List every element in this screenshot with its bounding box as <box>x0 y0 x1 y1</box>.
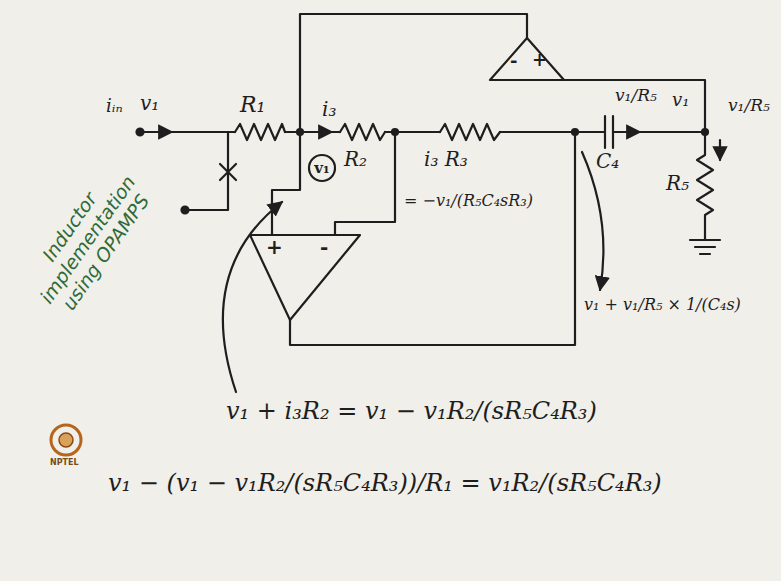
wire <box>285 131 340 133</box>
component-label: R₁ <box>240 92 265 117</box>
wire <box>272 132 300 235</box>
wire <box>290 132 575 345</box>
expression: v₁ + v₁/R₅ × 1/(C₄s) <box>584 296 741 314</box>
component-label: R₂ <box>344 148 367 171</box>
current-label: i₃ <box>322 98 336 121</box>
current-label: iᵢₙ <box>106 96 123 117</box>
current-arrow <box>719 140 721 160</box>
opamp-symbol: +- <box>250 235 360 320</box>
expression: = −v₁/(R₅C₄sR₃) <box>404 192 533 210</box>
opamp-symbol: -+ <box>490 38 564 80</box>
opamp-terminal-sign: + <box>266 237 283 257</box>
cross-mark <box>220 164 236 180</box>
resistor-symbol <box>235 124 285 140</box>
current-arrow <box>622 131 640 133</box>
capacitor-symbol <box>605 116 613 148</box>
resistor-symbol <box>340 124 385 140</box>
current-arrow <box>160 131 172 133</box>
wire <box>140 131 235 133</box>
opamp-terminal-sign: - <box>320 237 328 257</box>
logo-text: NPTEL <box>50 458 79 467</box>
pointer-arrow <box>223 202 282 392</box>
resistor-symbol <box>697 132 713 240</box>
current-label: v₁/R₅ <box>728 96 770 116</box>
wire <box>335 132 395 235</box>
opamp-triangle <box>490 38 564 80</box>
current-label: v₁/R₅ <box>615 86 657 106</box>
current-label: i₃ R₃ <box>424 148 468 171</box>
handwritten-note: Inductor implementation using OPAMPS <box>15 156 160 325</box>
resistor-symbol <box>440 124 500 140</box>
current-arrow <box>318 131 332 133</box>
wire <box>564 80 705 132</box>
ground-symbol <box>690 240 720 254</box>
wire <box>185 132 228 210</box>
opamp-terminal-sign: - <box>510 52 517 70</box>
component-label: R₅ <box>666 172 689 195</box>
equation: v₁ + i₃R₂ = v₁ − v₁R₂/(sR₅C₄R₃) <box>226 398 597 426</box>
wire <box>613 131 705 133</box>
wire <box>300 14 527 132</box>
wire <box>500 131 605 133</box>
opamp-terminal-sign: + <box>532 51 547 69</box>
component-label: C₄ <box>596 150 619 173</box>
voltage-label: v₁ <box>140 92 159 115</box>
equation: v₁ − (v₁ − v₁R₂/(sR₅C₄R₃))/R₁ = v₁R₂/(sR… <box>108 470 662 498</box>
logo <box>51 425 81 455</box>
node-circle: v₁ <box>309 155 335 181</box>
voltage-label: v₁ <box>672 90 689 111</box>
node-voltage: v₁ <box>314 161 329 176</box>
